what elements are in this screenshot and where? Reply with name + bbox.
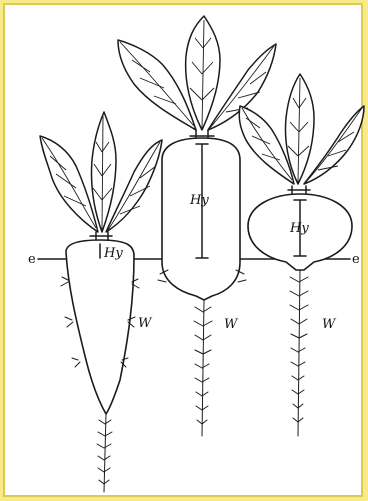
radish-root-label: W bbox=[224, 317, 239, 332]
radish-hypocotyl-label: Hy bbox=[189, 193, 209, 208]
carrot-hypocotyl-label: Hy bbox=[103, 246, 123, 261]
carrot-leaves bbox=[40, 112, 162, 240]
ground-label-right: e bbox=[352, 252, 360, 267]
carrot-taproot bbox=[66, 240, 134, 414]
turnip-hypocotyl-label: Hy bbox=[289, 221, 309, 236]
ground-label-left: e bbox=[28, 252, 36, 267]
radish-tuber bbox=[162, 138, 240, 300]
turnip-plant: Hy W bbox=[239, 74, 364, 436]
carrot-root-label: W bbox=[138, 316, 153, 331]
turnip-root-hairs bbox=[290, 270, 308, 436]
carrot-plant: Hy W bbox=[40, 112, 162, 492]
turnip-root-label: W bbox=[322, 317, 337, 332]
